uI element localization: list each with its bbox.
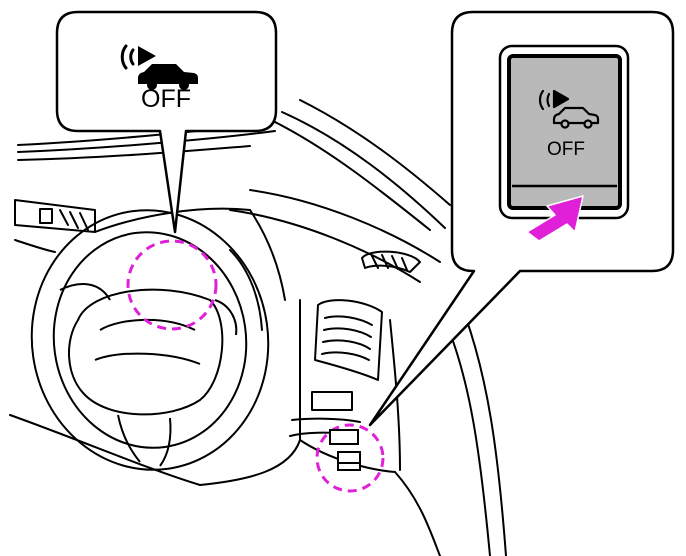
- switch-callout: OFF: [368, 10, 675, 427]
- steering-wheel: [30, 209, 270, 471]
- indicator-off-label: OFF: [141, 85, 191, 113]
- switch-off-label: OFF: [547, 139, 585, 160]
- switch-in-dashboard: [329, 429, 361, 471]
- dashboard-lines: [9, 99, 507, 556]
- indicator-callout: OFF: [55, 10, 278, 234]
- vehicle-sound-icon: [538, 89, 600, 129]
- vehicle-sound-icon: [120, 44, 198, 90]
- switch-location-marker: [315, 423, 385, 493]
- indicator-location-marker: [126, 239, 218, 331]
- highlight-markers: [126, 239, 385, 493]
- press-arrow: [526, 195, 584, 242]
